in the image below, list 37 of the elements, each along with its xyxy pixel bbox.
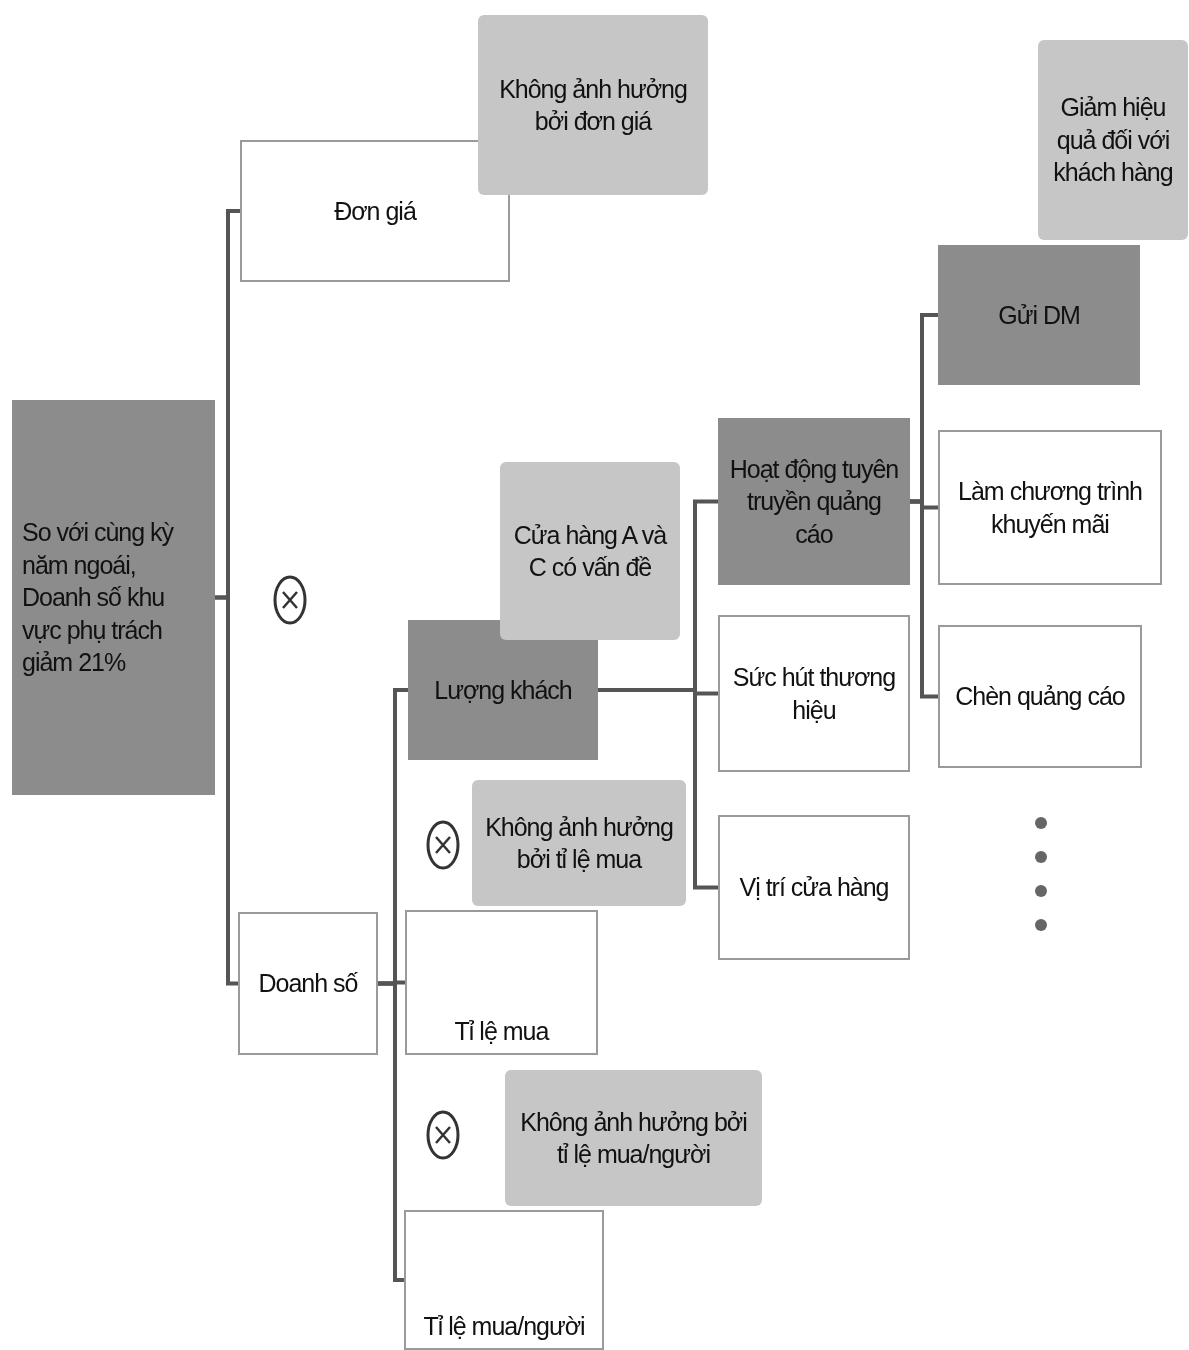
box-text: Lượng khách: [434, 674, 572, 706]
factor-box: [408, 620, 598, 760]
connector-line: [378, 981, 404, 1282]
note-box: [1038, 40, 1188, 240]
box-text: Đơn giá: [334, 195, 416, 227]
box-text: Tỉ lệ mua: [454, 1015, 549, 1047]
box-text: Cửa hàng A và C có vấn đề: [512, 519, 668, 583]
box-text: Làm chương trình khuyến mãi: [957, 476, 1143, 540]
factor-box: [938, 245, 1140, 385]
box-text: Chèn quảng cáo: [955, 681, 1125, 713]
box-text: Vị trí cửa hàng: [739, 872, 889, 904]
note-box: [478, 15, 708, 195]
factor-box: [938, 625, 1142, 768]
note-box: [505, 1070, 762, 1206]
factor-box: [718, 418, 910, 585]
box-text: Hoạt động tuyên truyền quảng cáo: [728, 453, 900, 550]
box-text: Giảm hiệu quả đối với khách hàng: [1052, 92, 1174, 189]
connector-line: [215, 595, 238, 986]
box-text: Tỉ lệ mua/người: [423, 1310, 585, 1342]
box-text: Gửi DM: [998, 299, 1080, 331]
note-box: [472, 780, 686, 906]
connector-line: [910, 499, 938, 699]
box-text: Không ảnh hưởng bởi tỉ lệ mua: [484, 811, 674, 875]
factor-box: [404, 1210, 604, 1350]
box-text: So với cùng kỳ năm ngoái, Doanh số khu vực phụ trách giảm 21%: [22, 517, 175, 679]
factor-box: [12, 400, 215, 795]
box-text: Không ảnh hưởng bởi tỉ lệ mua/người: [519, 1106, 748, 1170]
box-text: Sức hút thương hiệu: [731, 662, 897, 726]
factor-box: [405, 910, 598, 1055]
factor-box: [718, 615, 910, 772]
note-box: [500, 462, 680, 640]
box-text: Doanh số: [258, 968, 358, 1000]
factor-box: [718, 815, 910, 960]
factor-box: [938, 430, 1162, 585]
factor-box: [240, 140, 510, 282]
factor-box: [238, 912, 378, 1055]
box-text: Không ảnh hưởng bởi đơn giá: [498, 73, 688, 137]
